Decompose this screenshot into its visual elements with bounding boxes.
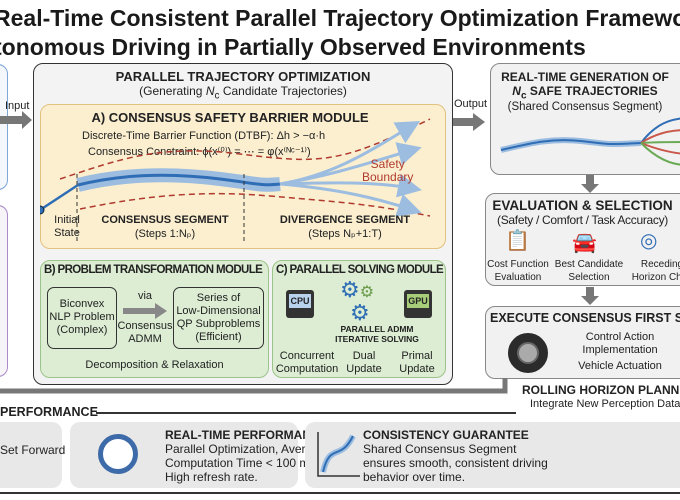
consensus-constraint: Consensus Constraint: ϕ(x⁽⁰⁾) = ⋯ = φ(x⁽…: [88, 146, 311, 158]
lower-safety-boundary: [79, 192, 431, 217]
divergence-segment-label: DIVERGENCE SEGMENT: [279, 214, 411, 226]
input-label: Input: [5, 100, 30, 112]
dtbf-formula: Discrete-Time Barrier Function (DTBF): Δ…: [82, 130, 326, 142]
consensus-steps-label: (Steps 1:Nₚ): [134, 228, 196, 240]
consensus-segment-label: CONSENSUS SEGMENT: [101, 214, 229, 226]
output-label: Output: [454, 98, 488, 110]
generation-title: REAL-TIME GENERATION OF: [501, 70, 669, 84]
consensus-trajectory: [77, 173, 281, 187]
rolling-horizon-subtitle: Integrate New Perception Data: [530, 398, 680, 410]
trajectory-diagram: [40, 118, 431, 244]
down-arrow-1: [581, 175, 599, 193]
transform-arrow: [123, 303, 167, 319]
problem-transformation-module: [40, 260, 269, 378]
initial-state-point: [40, 205, 45, 215]
divergent-trajectories: [279, 121, 422, 217]
trajectory-generation-panel: REAL-TIME GENERATION OF Nc SAFE TRAJECTO…: [490, 63, 680, 175]
wheel-icon: [508, 333, 548, 373]
initial-trajectory: [40, 183, 79, 212]
performance-header: PERFORMANCE: [0, 405, 98, 419]
evaluation-subtitle: (Safety / Comfort / Task Accuracy): [497, 213, 668, 227]
upper-safety-boundary: [59, 118, 431, 180]
generation-subtitle: (Shared Consensus Segment): [507, 101, 663, 114]
left-purple-box: [0, 205, 8, 377]
page-title: Real-Time Consistent Parallel Trajectory…: [0, 4, 680, 62]
module-b-title: B) PROBLEM TRANSFORMATION MODULE: [44, 264, 263, 276]
cpu-chip-icon: CPU: [286, 290, 314, 318]
perf-card-real-time: REAL-TIME PERFORMANCE Parallel Optimizat…: [70, 422, 328, 488]
set-forward-text: Set Forward: [0, 443, 66, 457]
generated-trajectories-graphic: [500, 117, 680, 167]
main-title: PARALLEL TRAJECTORY OPTIMIZATION: [115, 69, 371, 84]
real-time-text: REAL-TIME PERFORMANCE Parallel Optimizat…: [165, 428, 328, 484]
decomposition-label: Decomposition & Relaxation: [85, 359, 224, 371]
module-a-title: A) CONSENSUS SAFETY BARRIER MODULE: [91, 110, 369, 125]
main-subtitle: (Generating Nc Candidate Trajectories): [139, 84, 347, 102]
bottom-divider: [0, 492, 680, 494]
down-arrow-2: [581, 287, 599, 305]
execute-title: EXECUTE CONSENSUS FIRST STEP: [490, 311, 680, 325]
title-line1: Real-Time Consistent Parallel Trajectory…: [0, 5, 680, 31]
perf-card-consistency: CONSISTENCY GUARANTEE Shared Consensus S…: [305, 422, 680, 488]
input-arrow: [0, 111, 32, 129]
feedback-loop-arrow: [0, 378, 508, 394]
gpu-chip-icon: GPU: [404, 290, 432, 318]
car-icon: 🚘: [572, 232, 597, 254]
evaluation-selection-panel: EVALUATION & SELECTION (Safety / Comfort…: [485, 193, 680, 286]
perf-card-set-forward: Set Forward: [0, 422, 66, 488]
target-icon: ◎: [640, 230, 658, 252]
rolling-horizon-title: ROLLING HORIZON PLANNING: [522, 383, 680, 397]
divergence-steps-label: (Steps Nₚ+1:T): [308, 228, 382, 240]
consistency-text: CONSISTENCY GUARANTEE Shared Consensus S…: [363, 428, 548, 484]
checklist-icon: 📋: [505, 230, 530, 252]
output-arrow: [453, 113, 485, 131]
gears-icon: ⚙⚙⚙: [340, 277, 375, 325]
module-c-title: C) PARALLEL SOLVING MODULE: [276, 264, 444, 276]
title-line2: tonomous Driving in Partially Observed E…: [0, 34, 586, 60]
generation-title2: Nc SAFE TRAJECTORIES: [512, 84, 658, 102]
parallel-solving-module: [272, 260, 446, 378]
clock-icon: [98, 434, 138, 474]
divider: [96, 412, 516, 414]
smooth-curve-icon: [317, 432, 360, 477]
evaluation-title: EVALUATION & SELECTION: [492, 198, 673, 213]
via-label: via: [137, 290, 153, 302]
